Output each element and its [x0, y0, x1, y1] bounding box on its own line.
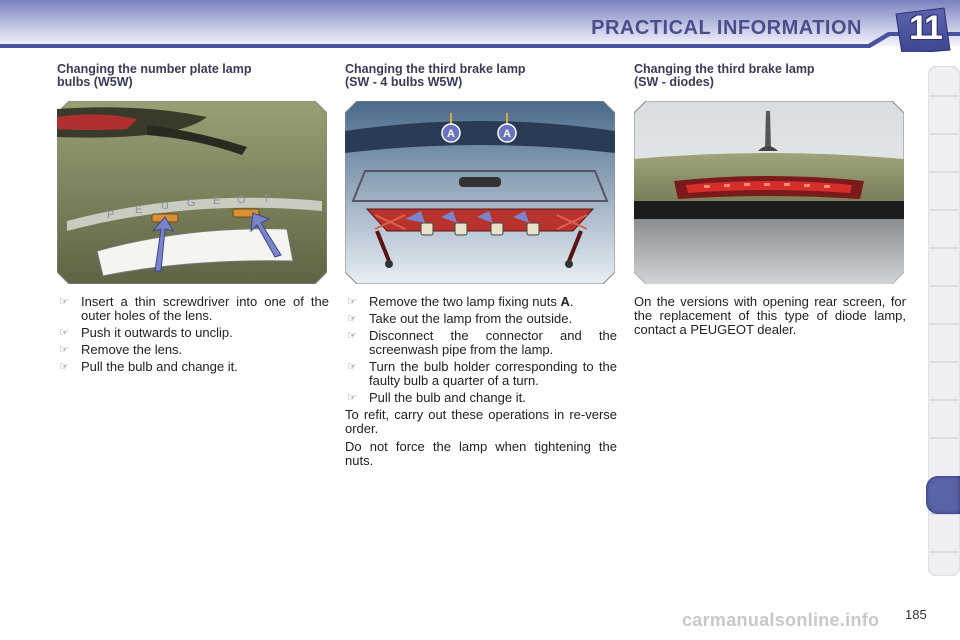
list-item: ☞ Insert a thin screwdriver into one of t… [57, 295, 329, 323]
step-text: Remove the two lamp fixing nuts [369, 294, 557, 309]
section-title: Changing the third brake lamp (SW - diod… [634, 63, 906, 93]
section-title-line2: (SW - 4 bulbs W5W) [345, 75, 463, 89]
pointing-hand-icon: ☞ [347, 361, 357, 373]
third-brake-lamp-diodes-illustration [634, 101, 904, 284]
pointing-hand-icon: ☞ [59, 296, 69, 308]
third-brake-lamp-bulbs-illustration: A A [345, 101, 615, 284]
svg-text:P: P [107, 209, 114, 221]
marker-ref: A [560, 294, 570, 309]
pointing-hand-icon: ☞ [347, 313, 357, 325]
svg-text:T: T [263, 193, 270, 205]
page-title: PRACTICAL INFORMATION [591, 17, 862, 39]
list-item: ☞ Disconnect the connector and the screen… [345, 329, 617, 357]
svg-text:O: O [237, 194, 246, 206]
svg-text:E: E [135, 204, 142, 216]
section-steps: ☞ Remove the two lamp fixing nuts A. ☞ Tak… [345, 295, 617, 472]
refit-paragraph: To refit, carry out these operations in … [345, 407, 617, 436]
page-header: PRACTICAL INFORMATION 11 [0, 0, 960, 55]
pointing-hand-icon: ☞ [347, 296, 357, 308]
list-item: ☞ Remove the two lamp fixing nuts A. [345, 295, 617, 309]
svg-text:E: E [213, 195, 220, 207]
section-text: On the versions with opening rear screen… [634, 295, 906, 337]
section-title-line2: bulbs (W5W) [57, 75, 133, 89]
pointing-hand-icon: ☞ [59, 361, 69, 373]
section-title-line1: Changing the third brake lamp [634, 62, 815, 76]
list-item: ☞ Turn the bulb holder corresponding to t… [345, 360, 617, 388]
list-item: ☞ Push it outwards to unclip. [57, 326, 329, 340]
step-text: Turn the bulb holder corresponding to th… [369, 359, 617, 388]
list-item: ☞ Pull the bulb and change it. [57, 360, 329, 374]
diode-lamp-note: On the versions with opening rear screen… [634, 294, 906, 337]
pointing-hand-icon: ☞ [347, 330, 357, 342]
section-title-line1: Changing the third brake lamp [345, 62, 526, 76]
step-suffix: . [569, 294, 574, 309]
active-chapter-tab[interactable] [926, 476, 960, 514]
list-item: ☞ Take out the lamp from the outside. [345, 312, 617, 326]
step-text: Disconnect the connector and the screenw… [369, 328, 617, 357]
step-text: Pull the bulb and change it. [81, 359, 238, 374]
chapter-number: 11 [909, 9, 943, 47]
watermark: carmanualsonline.info [682, 610, 880, 630]
section-title: Changing the third brake lamp (SW - 4 bu… [345, 63, 617, 93]
section-number-plate-lamp: Changing the number plate lamp bulbs (W5… [57, 63, 329, 374]
section-title-line1: Changing the number plate lamp [57, 62, 252, 76]
page-number: 185 [905, 607, 927, 622]
section-title-line2: (SW - diodes) [634, 75, 714, 89]
step-text: Insert a thin screwdriver into one of th… [81, 294, 329, 323]
number-plate-lamp-illustration: P E U G E O T [57, 101, 327, 284]
svg-text:U: U [161, 200, 169, 212]
pointing-hand-icon: ☞ [347, 392, 357, 404]
list-item: ☞ Remove the lens. [57, 343, 329, 357]
marker-a-label: A [447, 128, 455, 140]
section-third-brake-lamp-bulbs: Changing the third brake lamp (SW - 4 bu… [345, 63, 617, 468]
svg-text:G: G [187, 197, 196, 209]
section-steps: ☞ Insert a thin screwdriver into one of t… [57, 295, 329, 377]
chapter-tab-strip [927, 65, 960, 577]
step-text: Push it outwards to unclip. [81, 325, 233, 340]
warning-paragraph: Do not force the lamp when tightening th… [345, 439, 617, 468]
section-third-brake-lamp-diodes: Changing the third brake lamp (SW - diod… [634, 63, 906, 337]
pointing-hand-icon: ☞ [59, 344, 69, 356]
step-text: Take out the lamp from the outside. [369, 311, 573, 326]
step-text: Remove the lens. [81, 342, 183, 357]
section-title: Changing the number plate lamp bulbs (W5… [57, 63, 329, 93]
list-item: ☞ Pull the bulb and change it. [345, 391, 617, 405]
marker-a-label: A [503, 128, 511, 140]
header-band [0, 0, 960, 55]
step-text: Pull the bulb and change it. [369, 390, 526, 405]
pointing-hand-icon: ☞ [59, 327, 69, 339]
